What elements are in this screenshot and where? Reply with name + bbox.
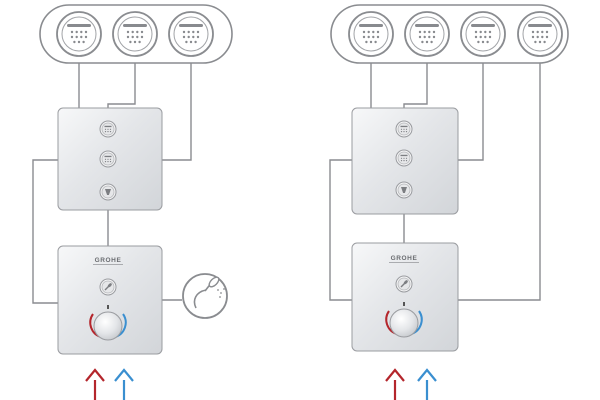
- right-temperature-knob[interactable]: [385, 302, 423, 338]
- left-diverter-button-3[interactable]: [99, 183, 117, 201]
- right-showerhead-1-icon: [348, 11, 394, 57]
- right-diagram: GROHE: [329, 4, 569, 400]
- right-diverter-button-1[interactable]: [395, 120, 413, 138]
- right-showerhead-4-icon: [517, 11, 563, 57]
- right-brand-underline: [389, 262, 419, 263]
- left-cold-water-arrow: [114, 368, 134, 400]
- right-showerhead-3-icon: [460, 11, 506, 57]
- left-pipes: [32, 58, 192, 304]
- left-diverter-button-2[interactable]: [99, 150, 117, 168]
- left-hot-water-arrow: [85, 368, 105, 400]
- right-cold-water-arrow: [417, 368, 437, 400]
- left-showerhead-3-icon: [168, 11, 214, 57]
- left-brand-underline: [93, 264, 123, 265]
- left-showerhead-1-icon: [56, 11, 102, 57]
- right-hot-water-arrow: [385, 368, 405, 400]
- right-thermostat-button[interactable]: [395, 275, 413, 293]
- right-diverter-button-3[interactable]: [395, 181, 413, 199]
- right-thermostat-panel: [351, 242, 459, 352]
- left-thermostat-button[interactable]: [99, 278, 117, 296]
- left-thermostat-panel: [57, 245, 163, 355]
- left-diverter-button-1[interactable]: [99, 120, 117, 138]
- right-diverter-button-2[interactable]: [395, 149, 413, 167]
- left-showerhead-2-icon: [112, 11, 158, 57]
- left-temperature-knob[interactable]: [89, 305, 127, 341]
- left-hand-shower-icon: [182, 273, 228, 319]
- right-brand-logo: GROHE: [391, 255, 418, 262]
- left-diagram: GROHE: [32, 4, 233, 400]
- left-brand-logo: GROHE: [95, 257, 122, 264]
- right-pipes: [329, 58, 541, 301]
- right-showerhead-2-icon: [404, 11, 450, 57]
